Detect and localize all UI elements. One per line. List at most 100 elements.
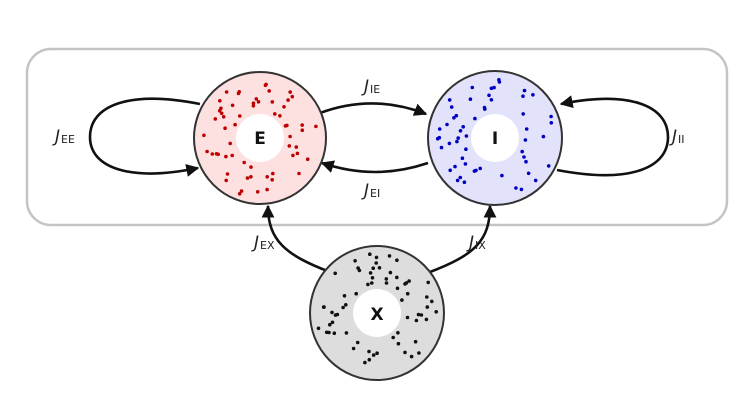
population-I-center — [471, 114, 519, 162]
neuron-dot — [437, 135, 442, 140]
neuron-dot — [522, 88, 527, 93]
neuron-dot — [290, 94, 295, 99]
neuron-dot — [384, 277, 389, 281]
neuron-dot — [368, 271, 373, 275]
neuron-dot — [351, 346, 356, 351]
neuron-dot — [219, 106, 223, 111]
neuron-dot — [425, 305, 430, 309]
neuron-dot — [300, 128, 305, 132]
neuron-dot — [414, 318, 419, 323]
neuron-dot — [404, 281, 409, 285]
neuron-dot — [405, 291, 410, 296]
neuron-dot — [395, 286, 400, 291]
label-J-EI: JEI — [361, 181, 380, 201]
neuron-dot — [454, 113, 459, 118]
population-X-label: X — [370, 305, 383, 325]
neuron-dot — [363, 360, 367, 365]
neuron-dot — [221, 115, 226, 119]
neuron-dot — [461, 125, 466, 129]
population-E-center — [236, 114, 284, 162]
neuron-dot — [447, 98, 452, 102]
neuron-dot — [367, 349, 371, 354]
neuron-dot — [426, 280, 431, 285]
neuron-dot — [500, 173, 504, 178]
neuron-dot — [416, 312, 421, 317]
neuron-dot — [374, 255, 379, 260]
neuron-dot — [463, 162, 468, 166]
neuron-dot — [330, 320, 335, 325]
neuron-dot — [210, 152, 215, 156]
neuron-dot — [330, 310, 334, 315]
neuron-dot — [288, 134, 292, 139]
neuron-dot — [216, 152, 220, 157]
neuron-dot — [531, 93, 535, 97]
neuron-dot — [321, 305, 326, 309]
neuron-dot — [400, 298, 404, 302]
neuron-dot — [458, 175, 463, 180]
neuron-dot — [245, 176, 250, 180]
neuron-dot — [332, 331, 337, 336]
neuron-dot — [533, 178, 538, 183]
population-E-dots — [202, 82, 318, 196]
neuron-dot — [249, 165, 253, 169]
neuron-dot — [489, 98, 494, 102]
neuron-dot — [256, 100, 261, 104]
neuron-dot — [282, 105, 286, 109]
label-J-II: JII — [669, 127, 685, 147]
neuron-dot — [391, 335, 396, 340]
neuron-dot — [464, 147, 468, 151]
neuron-dot — [405, 315, 410, 320]
neuron-dot — [228, 141, 232, 146]
neuron-dot — [271, 171, 275, 176]
neuron-dot — [218, 99, 222, 103]
neuron-dot — [300, 123, 305, 127]
edge-II-self — [556, 95, 670, 177]
neuron-dot — [409, 354, 414, 359]
neuron-dot — [456, 136, 461, 140]
neuron-dot — [264, 82, 268, 87]
neuron-dot — [251, 104, 256, 108]
neuron-dot — [388, 270, 393, 275]
neuron-dot — [355, 340, 360, 345]
population-I-dots — [435, 78, 554, 192]
neuron-dot — [286, 98, 290, 102]
neuron-dot — [403, 350, 407, 355]
neuron-dot — [297, 171, 301, 176]
label-J-EE: JEE — [52, 127, 75, 147]
neuron-dot — [265, 187, 269, 192]
neuron-dot — [497, 78, 501, 82]
neuron-dot — [449, 105, 454, 109]
neuron-dot — [487, 93, 491, 98]
neuron-dot — [333, 271, 338, 276]
neuron-dot — [523, 138, 528, 142]
neuron-dot — [236, 91, 241, 96]
neuron-dot — [453, 164, 457, 169]
neuron-dot — [520, 149, 524, 154]
neuron-dot — [370, 281, 374, 285]
neuron-dot — [344, 331, 349, 335]
recurrent-network-box — [25, 47, 729, 227]
neuron-dot — [251, 101, 256, 105]
neuron-dot — [521, 112, 525, 116]
neuron-dot — [549, 121, 554, 125]
neuron-dot — [514, 186, 518, 190]
neuron-dot — [213, 117, 218, 121]
neuron-dot — [367, 357, 372, 362]
neuron-dot — [224, 154, 228, 159]
neuron-dot — [546, 164, 551, 168]
neuron-dot — [366, 282, 370, 287]
neuron-dot — [224, 178, 228, 183]
neuron-dot — [324, 330, 329, 335]
neuron-dot — [341, 305, 345, 310]
neuron-dot — [273, 112, 277, 116]
neuron-dot — [255, 190, 260, 194]
neuron-dot — [278, 114, 282, 118]
population-E: E — [193, 71, 327, 205]
neuron-dot — [425, 295, 429, 299]
edge-IE — [319, 102, 428, 116]
neuron-dot — [374, 261, 379, 265]
neuron-dot — [249, 175, 253, 179]
label-J-IX: JIX — [466, 233, 486, 253]
